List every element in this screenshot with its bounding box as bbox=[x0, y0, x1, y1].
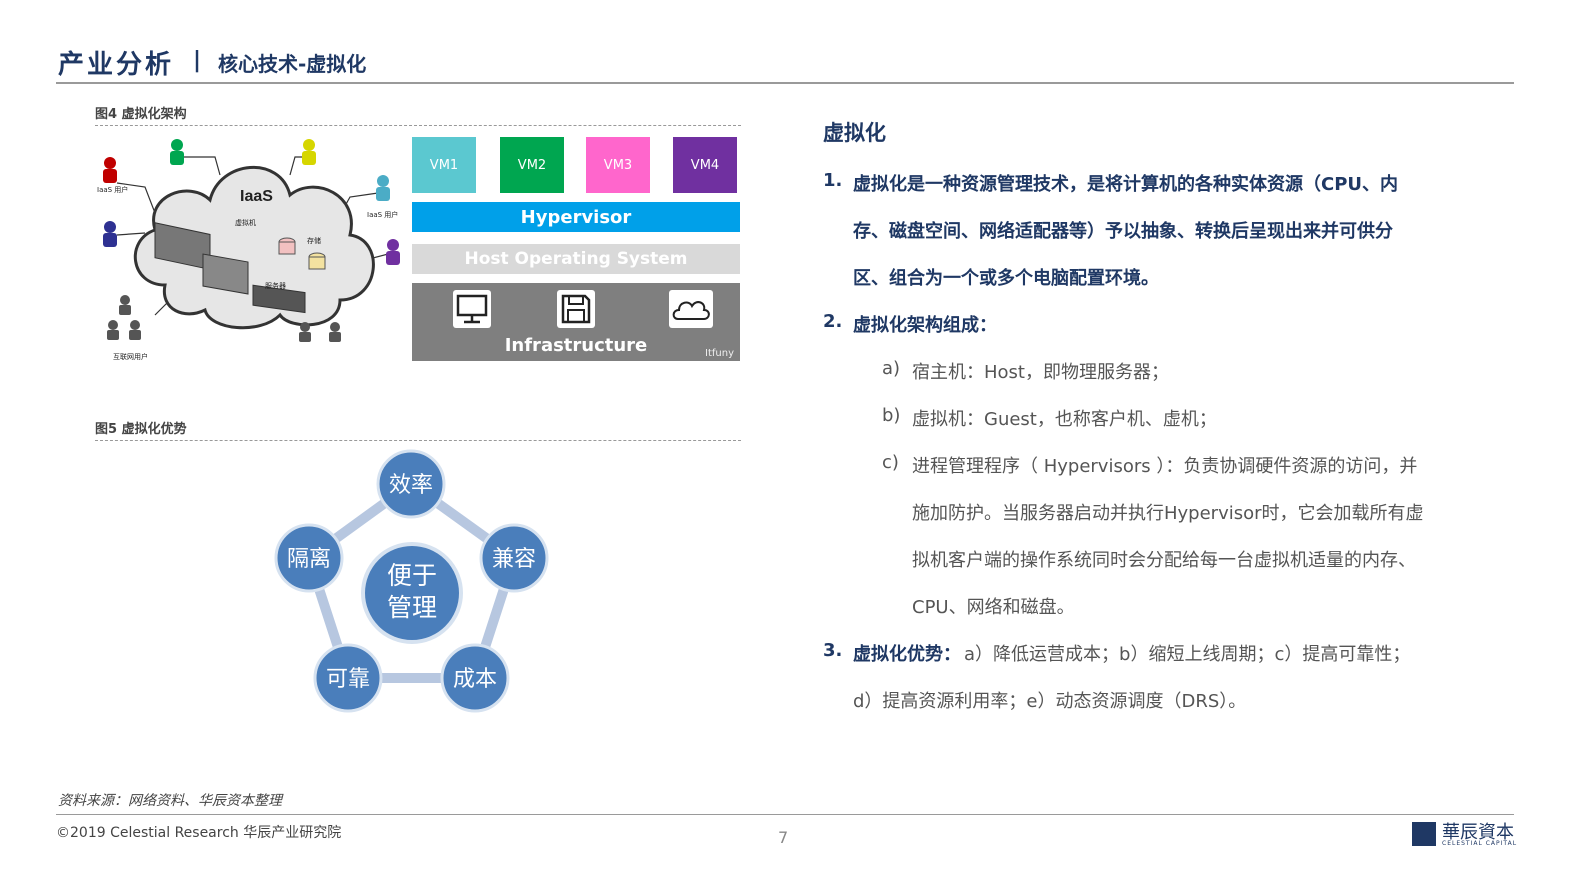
sub-item-c-line: 拟机客户端的操作系统同时会分配给每一台虚拟机适量的内存、 bbox=[912, 550, 1416, 571]
advantage-node-label: 成本 bbox=[453, 667, 497, 692]
iaas-cloud-diagram: IaaS 虚拟机 存储 服务器 IaaS 用户 IaaS 用户 互联网用户 bbox=[97, 139, 400, 361]
copyright: ©2019 Celestial Research 华辰产业研究院 bbox=[56, 825, 342, 841]
user-icon-green bbox=[170, 139, 184, 165]
item3-number: 3. bbox=[823, 640, 843, 661]
item2-text: 虚拟化架构组成： bbox=[853, 315, 997, 336]
figure4-caption-rule bbox=[95, 125, 741, 126]
advantage-node bbox=[313, 643, 383, 713]
figure5-caption-rule bbox=[95, 440, 741, 441]
item3-line2: d）提高资源利用率；e）动态资源调度（DRS）。 bbox=[853, 691, 1247, 712]
watermark-text: Itfuny bbox=[705, 348, 734, 359]
server-rack-icon bbox=[154, 222, 306, 314]
page-subtitle: 核心技术-虚拟化 bbox=[218, 52, 367, 76]
advantage-node-label: 兼容 bbox=[492, 547, 536, 572]
item1-number: 1. bbox=[823, 170, 843, 191]
item1-line: 区、组合为一个或多个电脑配置环境。 bbox=[853, 268, 1159, 289]
item1-line: 虚拟化是一种资源管理技术，是将计算机的各种实体资源（CPU、内 bbox=[853, 174, 1399, 195]
user-icon-blue bbox=[103, 221, 117, 247]
page-number: 7 bbox=[778, 828, 789, 847]
footer-divider bbox=[56, 814, 1514, 815]
vm-box: VM1 bbox=[412, 137, 476, 193]
floppy-disk-icon bbox=[557, 290, 595, 328]
center-label-line2: 管理 bbox=[387, 593, 437, 622]
advantage-node-label: 效率 bbox=[389, 473, 433, 498]
iaas-label: IaaS bbox=[240, 188, 273, 205]
vm-box: VM3 bbox=[586, 137, 650, 193]
header-divider bbox=[56, 82, 1514, 84]
hypervisor-layer: Hypervisor bbox=[412, 202, 740, 232]
storage-label: 存储 bbox=[307, 236, 321, 245]
host-os-layer: Host Operating System bbox=[412, 244, 740, 274]
page-section-title: 产业分析 bbox=[58, 50, 175, 80]
sub-item-b-text: 虚拟机：Guest，也称客户机、虚机； bbox=[912, 409, 1217, 430]
item3-bold: 虚拟化优势： bbox=[853, 644, 961, 665]
content-title: 虚拟化 bbox=[823, 121, 886, 145]
sub-item-c-label: c) bbox=[882, 452, 899, 473]
advantage-node bbox=[479, 523, 549, 593]
sub-item-b-label: b) bbox=[882, 405, 901, 426]
sub-item-c-line: 进程管理程序（ Hypervisors ）：负责协调硬件资源的访问，并 bbox=[912, 456, 1418, 477]
infrastructure-label: Infrastructure bbox=[504, 335, 648, 356]
monitor-icon bbox=[453, 290, 491, 328]
user-icon-red bbox=[103, 157, 117, 183]
figure5-caption: 图5 虚拟化优势 bbox=[95, 422, 187, 437]
server-label: 服务器 bbox=[265, 281, 286, 290]
advantage-node bbox=[274, 523, 344, 593]
source-note: 资料来源：网络资料、华辰资本整理 bbox=[58, 793, 282, 809]
advantage-node bbox=[376, 449, 446, 519]
user-icon-purple bbox=[386, 239, 400, 265]
infrastructure-layer: Infrastructure Itfuny bbox=[412, 283, 740, 361]
internet-users-label: 互联网用户 bbox=[113, 352, 148, 361]
logo-mark bbox=[1412, 822, 1436, 846]
advantage-node-label: 隔离 bbox=[287, 547, 331, 572]
iaas-user-label-right: IaaS 用户 bbox=[367, 210, 398, 219]
sub-item-a-label: a) bbox=[882, 358, 901, 379]
item1-line: 存、磁盘空间、网络适配器等）予以抽象、转换后呈现出来并可供分 bbox=[853, 221, 1393, 242]
cloud-shape bbox=[133, 166, 375, 330]
center-label-line1: 便于 bbox=[387, 561, 437, 590]
internet-users-icon bbox=[107, 295, 341, 342]
cloud-icon bbox=[669, 290, 713, 328]
vm-box: VM4 bbox=[673, 137, 737, 193]
logo-english: CELESTIAL CAPITAL bbox=[1442, 840, 1518, 847]
sub-item-a-text: 宿主机：Host，即物理服务器； bbox=[912, 362, 1169, 383]
item3-line1: a）降低运营成本；b）缩短上线周期；c）提高可靠性； bbox=[964, 644, 1411, 665]
center-node bbox=[361, 542, 463, 644]
vm-box: VM2 bbox=[500, 137, 564, 193]
item2-number: 2. bbox=[823, 311, 843, 332]
advantage-node-label: 可靠 bbox=[326, 667, 370, 692]
sub-item-c-line: 施加防护。当服务器启动并执行Hypervisor时，它会加载所有虚 bbox=[912, 503, 1424, 524]
sub-item-c-line: CPU、网络和磁盘。 bbox=[912, 597, 1075, 618]
title-separator: | bbox=[193, 48, 202, 73]
logo-name: 華辰資本 bbox=[1442, 822, 1514, 843]
figure4-caption: 图4 虚拟化架构 bbox=[95, 107, 187, 122]
vm-label: 虚拟机 bbox=[235, 218, 256, 227]
advantage-node bbox=[440, 643, 510, 713]
iaas-user-label-left: IaaS 用户 bbox=[97, 185, 128, 194]
user-icon-teal bbox=[376, 175, 390, 201]
user-icon-yellow bbox=[302, 139, 316, 165]
storage-icon bbox=[278, 237, 326, 270]
